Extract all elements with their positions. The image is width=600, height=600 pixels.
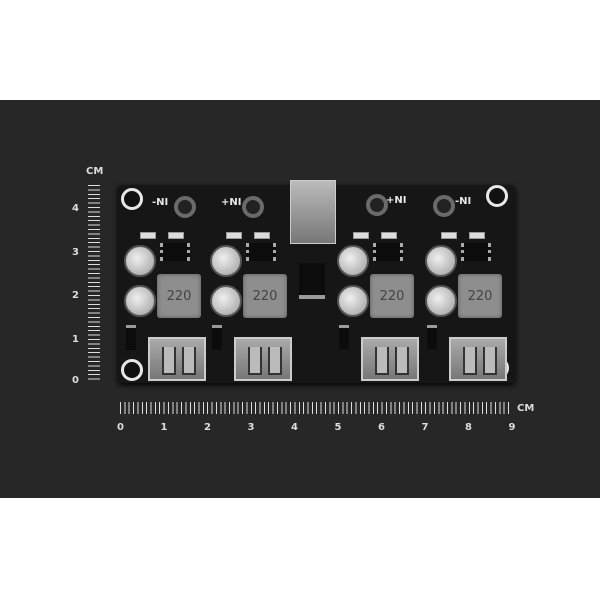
inductor: 220: [157, 274, 201, 318]
vertical-tick-label: 2: [72, 290, 79, 301]
horizontal-tick-label: 7: [421, 422, 429, 433]
smd-resistor: [469, 232, 485, 239]
usb-charger-board: -NI +NI +NI -NI 220 220 220 220: [118, 180, 515, 383]
input-pad: [242, 196, 264, 218]
smd-resistor: [381, 232, 397, 239]
pad-label: +NI: [221, 197, 242, 208]
regulator-chip: [373, 243, 403, 261]
horizontal-tick-label: 3: [247, 422, 255, 433]
smd-diode: [339, 325, 349, 350]
pad-label: +NI: [386, 195, 407, 206]
inductor: 220: [243, 274, 287, 318]
capacitor: [210, 245, 242, 277]
capacitor: [210, 285, 242, 317]
horizontal-tick-label: 0: [117, 422, 124, 433]
vertical-tick-label: 0: [72, 375, 79, 386]
regulator-chip: [246, 243, 276, 261]
capacitor: [124, 245, 156, 277]
capacitor: [425, 245, 457, 277]
horizontal-ruler-unit: CM: [517, 403, 535, 414]
usb-port[interactable]: [361, 337, 419, 381]
smd-diode: [126, 325, 136, 350]
pad-label: -NI: [455, 196, 472, 207]
smd-resistor: [226, 232, 242, 239]
vertical-tick-label: 3: [72, 247, 79, 258]
pad-label: -NI: [152, 197, 169, 208]
horizontal-tick-label: 8: [465, 422, 472, 433]
capacitor: [425, 285, 457, 317]
vertical-tick-label: 1: [72, 334, 79, 345]
horizontal-tick-label: 1: [160, 422, 168, 433]
input-pad: [366, 194, 388, 216]
horizontal-tick-label: 5: [334, 422, 342, 433]
smd-resistor: [441, 232, 457, 239]
inductor: 220: [458, 274, 502, 318]
capacitor: [337, 285, 369, 317]
smd-diode: [427, 325, 437, 350]
smd-resistor: [140, 232, 156, 239]
regulator-chip: [160, 243, 190, 261]
usb-port[interactable]: [234, 337, 292, 381]
capacitor: [337, 245, 369, 277]
diode: [299, 263, 325, 299]
usb-port[interactable]: [148, 337, 206, 381]
horizontal-ruler: [120, 402, 512, 414]
input-pad: [174, 196, 196, 218]
vertical-ruler: [88, 185, 100, 383]
vertical-tick-label: 4: [72, 203, 79, 214]
regulator-chip: [461, 243, 491, 261]
mounting-hole: [121, 359, 143, 381]
input-pad: [433, 195, 455, 217]
smd-resistor: [353, 232, 369, 239]
smd-diode: [212, 325, 222, 350]
horizontal-tick-label: 4: [291, 422, 298, 433]
mounting-hole: [121, 188, 143, 210]
mounting-hole: [486, 185, 508, 207]
vertical-ruler-unit: CM: [86, 166, 104, 177]
usb-port[interactable]: [449, 337, 507, 381]
horizontal-tick-label: 6: [378, 422, 385, 433]
smd-resistor: [254, 232, 270, 239]
horizontal-tick-label: 2: [204, 422, 211, 433]
capacitor: [124, 285, 156, 317]
smd-resistor: [168, 232, 184, 239]
horizontal-tick-label: 9: [508, 422, 516, 433]
inductor: 220: [370, 274, 414, 318]
input-connector: [290, 180, 336, 244]
